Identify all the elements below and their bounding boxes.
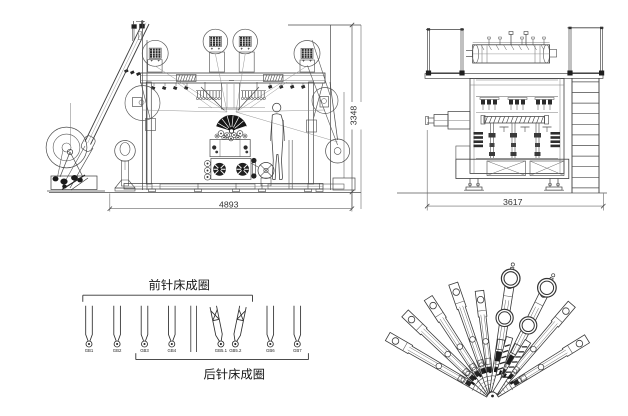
svg-text:GB7: GB7: [293, 348, 302, 353]
svg-text:GB4: GB4: [167, 348, 176, 353]
svg-text:GB2: GB2: [113, 348, 122, 353]
svg-text:GB5.1: GB5.1: [215, 348, 228, 353]
svg-text:4893: 4893: [219, 200, 239, 210]
svg-text:3617: 3617: [503, 197, 523, 207]
svg-text:GB6: GB6: [266, 348, 275, 353]
svg-text:GB5.2: GB5.2: [229, 348, 242, 353]
svg-text:GB1: GB1: [85, 348, 94, 353]
svg-text:3348: 3348: [349, 105, 359, 125]
svg-text:GB3: GB3: [140, 348, 149, 353]
